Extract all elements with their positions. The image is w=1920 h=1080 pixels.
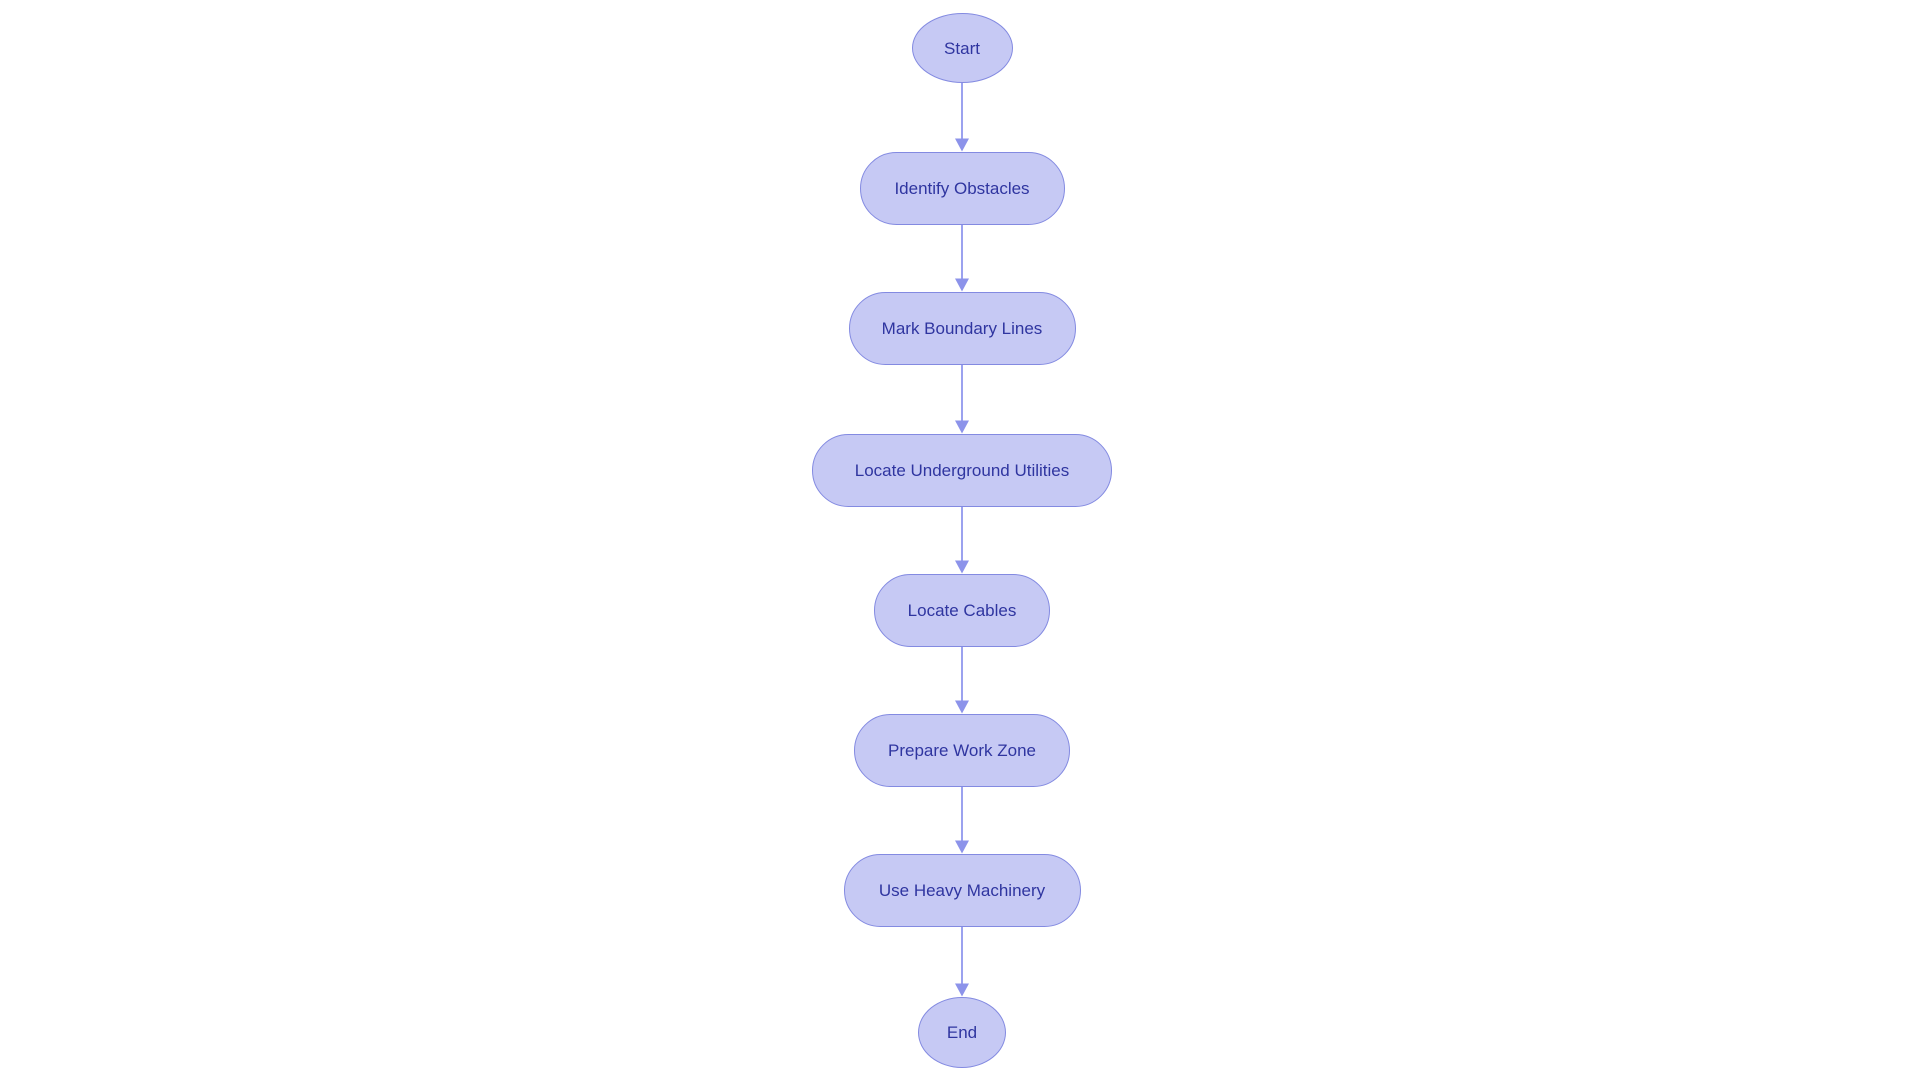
flow-arrow-start-to-identify-obstacles (955, 83, 969, 152)
arrowhead-icon (955, 560, 969, 574)
flow-arrow-identify-obstacles-to-mark-boundary-lines (955, 224, 969, 292)
arrowhead-icon (955, 278, 969, 292)
flow-node-label: Identify Obstacles (894, 178, 1030, 198)
flow-arrow-prepare-work-zone-to-use-heavy-machinery (955, 786, 969, 854)
arrowhead-icon (955, 138, 969, 152)
flow-node-end: End (918, 996, 1006, 1068)
arrowhead-icon (955, 420, 969, 434)
flow-node-locate-underground-utilities: Locate Underground Utilities (812, 433, 1112, 507)
flow-node-locate-cables: Locate Cables (874, 573, 1050, 647)
arrowhead-icon (955, 840, 969, 854)
flow-arrow-mark-boundary-lines-to-locate-underground-utilities (955, 364, 969, 434)
flow-node-label: Mark Boundary Lines (881, 318, 1043, 338)
flow-node-label: Locate Underground Utilities (854, 460, 1070, 480)
arrowhead-icon (955, 983, 969, 997)
flow-node-label: Prepare Work Zone (887, 740, 1037, 760)
flow-arrow-locate-cables-to-prepare-work-zone (955, 646, 969, 714)
flow-node-mark-boundary-lines: Mark Boundary Lines (848, 291, 1076, 365)
flow-arrow-locate-underground-utilities-to-locate-cables (955, 506, 969, 574)
flow-node-identify-obstacles: Identify Obstacles (859, 151, 1065, 225)
flow-node-label: End (946, 1022, 978, 1042)
flow-node-label: Locate Cables (907, 600, 1017, 620)
flow-node-label: Start (944, 38, 980, 58)
flow-node-use-heavy-machinery: Use Heavy Machinery (843, 853, 1081, 927)
flow-node-prepare-work-zone: Prepare Work Zone (854, 713, 1070, 787)
flow-arrow-use-heavy-machinery-to-end (955, 926, 969, 997)
flow-node-label: Use Heavy Machinery (878, 880, 1046, 900)
flow-node-start: Start (911, 13, 1013, 83)
arrowhead-icon (955, 700, 969, 714)
